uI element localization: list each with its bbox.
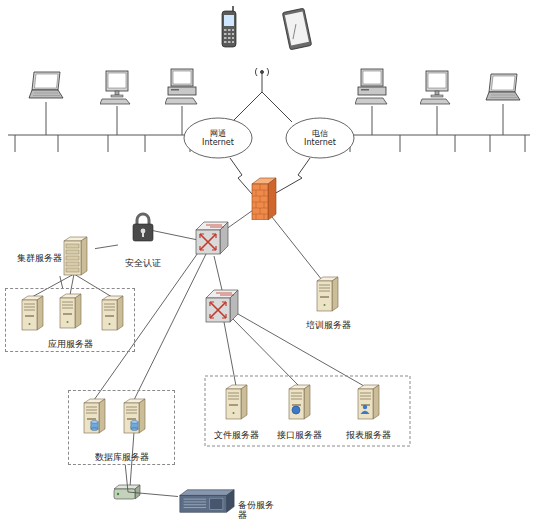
node-label: 培训服务器 [298,320,358,330]
server-group: 应用服务器 [5,288,135,352]
node-label: 备份服务器 [238,500,278,521]
lan-bus [8,102,530,152]
server-group-frame [205,376,410,446]
network-link [60,276,63,288]
server-icon [84,399,105,433]
node-label: 网通 Internet [196,129,240,147]
server-icon [358,385,379,419]
storage-switch [114,485,140,499]
server-icon [60,294,81,328]
node-label: 报表服务器 [332,430,404,440]
workstation [165,69,197,104]
server-icon [102,296,123,330]
user-badge [361,405,370,414]
globe-badge [292,406,300,414]
node-label: 文件服务器 [205,430,267,440]
server-icon [317,277,338,311]
backup-icon [180,490,234,512]
security-auth: 安全认证 [118,212,168,270]
cloud-ellipse [184,118,252,158]
internet-cloud: 电信 Internet [285,117,355,159]
network-link [125,465,178,497]
server-icon [289,385,310,419]
lock-icon [133,214,153,241]
network-link [95,245,118,249]
node-label: 集群服务器 [17,253,62,263]
database-icon [131,420,138,430]
laptop [29,72,63,98]
node-label: 安全认证 [118,258,168,268]
server-icon [22,296,43,330]
node-label: 应用服务器 [6,339,134,349]
node-label: 电信 Internet [298,129,342,147]
cloud-ellipse [286,118,354,158]
desktop [100,71,130,104]
cluster-server: 集群服务器 [15,234,95,276]
tablet [282,8,311,50]
server: 接口服务器 [268,380,330,442]
node-label: 数据库服务器 [69,452,174,462]
wireless-antenna [232,68,292,122]
switch [206,290,238,322]
mobile-phone [222,6,236,47]
database-icon [91,420,98,430]
core-router [196,222,228,254]
laptop [486,74,520,100]
backup-server: 备份服务器 [178,484,278,518]
server-group: 数据库服务器 [68,390,175,465]
firewall [252,178,276,220]
server: 报表服务器 [332,380,404,442]
internet-cloud: 网通 Internet [183,117,253,159]
cluster-rack [64,237,87,275]
node-label: 接口服务器 [268,430,330,440]
server: 文件服务器 [205,380,267,442]
workstation [355,69,387,104]
server-icon [124,399,145,433]
desktop [420,71,450,104]
server: 培训服务器 [298,272,358,332]
server-icon [226,385,247,419]
